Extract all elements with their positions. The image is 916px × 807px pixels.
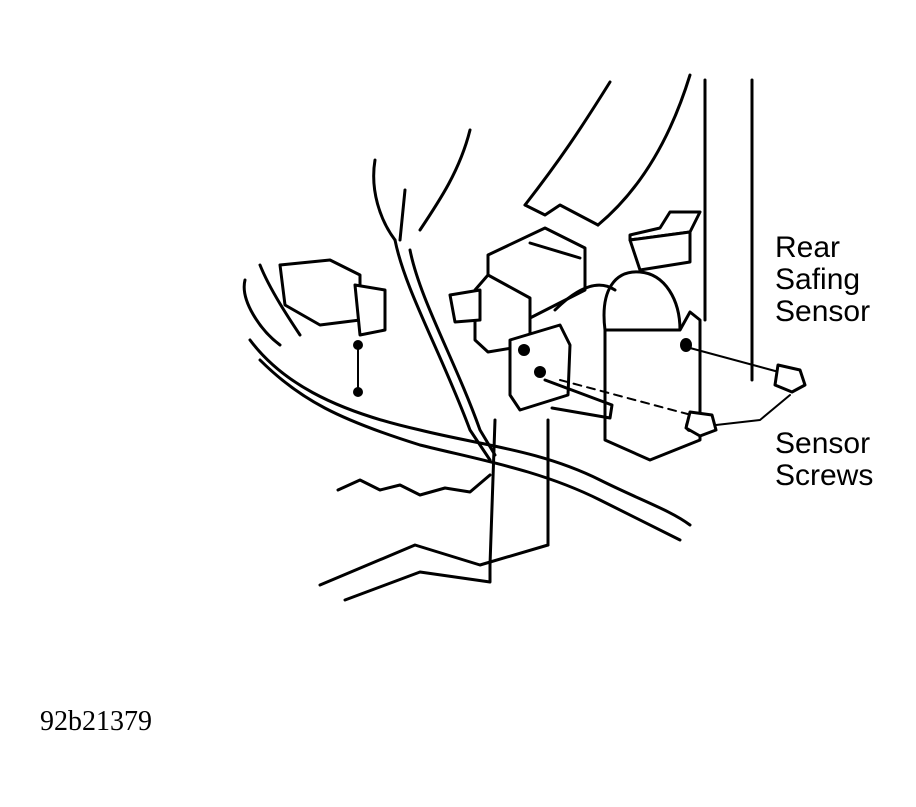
harness-connector — [278, 258, 482, 397]
label-line: Screws — [775, 459, 874, 492]
label-line: Rear — [775, 231, 841, 264]
support-bracket — [318, 418, 550, 602]
upper-clip — [628, 210, 702, 272]
sensor-screws-label: Sensor Screws — [775, 428, 873, 492]
body-pillar — [523, 73, 754, 382]
label-line: Sensor — [775, 295, 871, 328]
label-line: Safing — [775, 263, 861, 296]
wire-harness — [242, 128, 692, 542]
rear-safing-sensor-shape — [602, 270, 702, 462]
label-line: Sensor — [775, 427, 871, 460]
sensor-screws — [559, 347, 807, 438]
sensor-module — [473, 226, 617, 420]
rear-safing-sensor-label: Rear Safing Sensor — [775, 232, 870, 328]
figure-id: 92b21379 — [40, 706, 152, 737]
